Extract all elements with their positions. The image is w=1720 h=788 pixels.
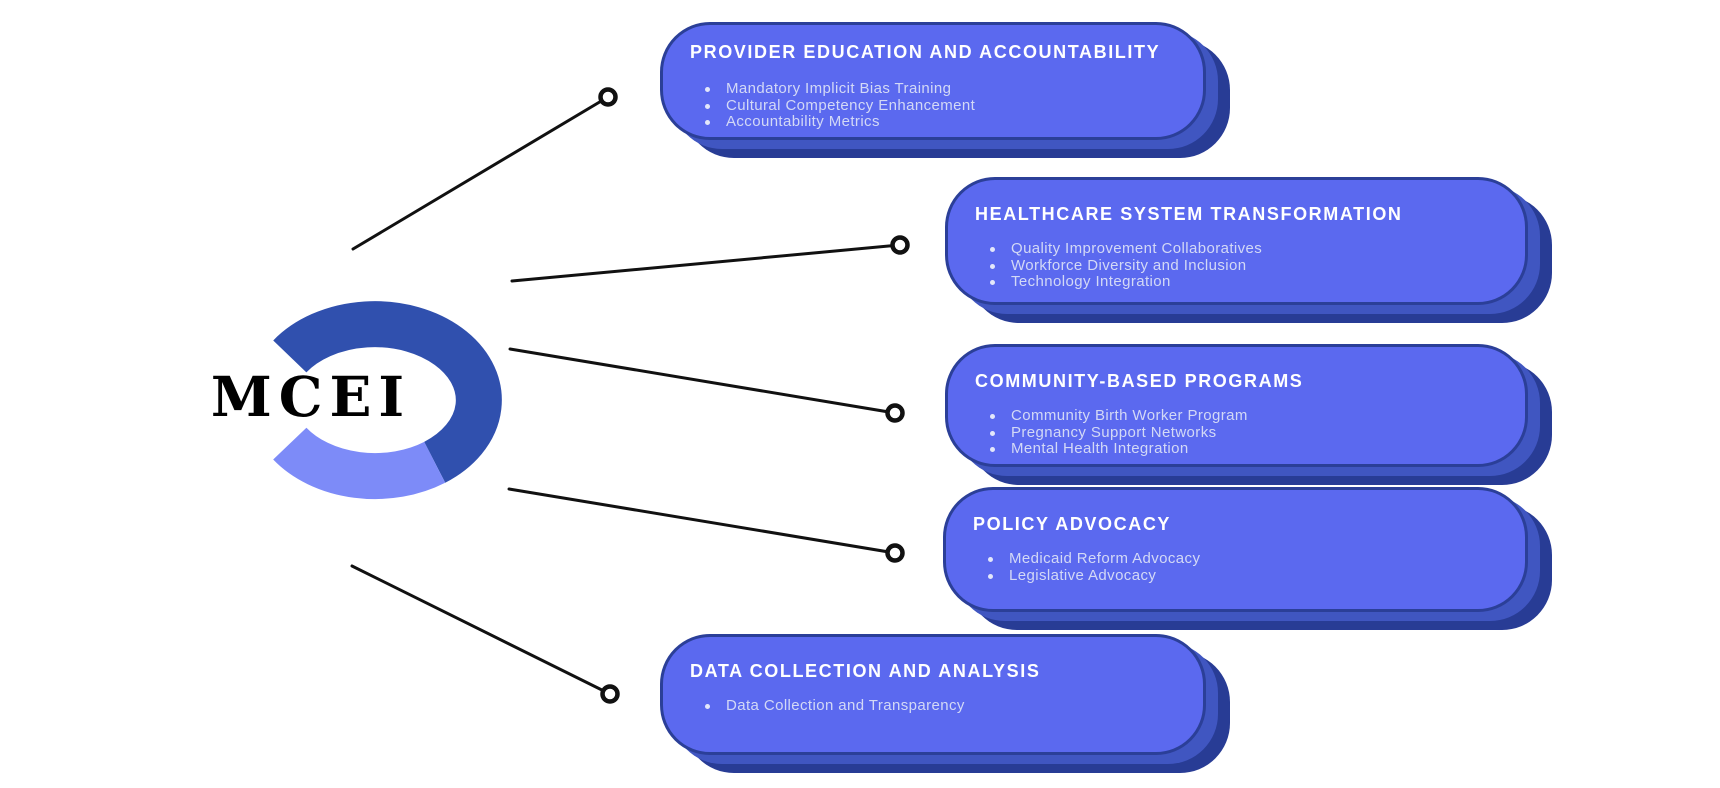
connector-endpoint-icon-2: [890, 235, 910, 255]
list-item: Technology Integration: [990, 273, 1495, 291]
list-item: Accountability Metrics: [705, 113, 1173, 131]
node-title: POLICY ADVOCACY: [973, 514, 1172, 534]
node-title: DATA COLLECTION AND ANALYSIS: [690, 661, 1041, 681]
hub-label: MCEI: [210, 363, 412, 429]
list-item: Medicaid Reform Advocacy: [988, 550, 1495, 568]
node-bullet-list: Community Birth Worker Program Pregnancy…: [975, 407, 1495, 458]
node-bullet-list: Mandatory Implicit Bias Training Cultura…: [690, 80, 1173, 131]
node-bullet-list: Medicaid Reform Advocacy Legislative Adv…: [973, 550, 1495, 585]
node-card-healthcare-system-transformation: HEALTHCARE SYSTEM TRANSFORMATION Quality…: [945, 177, 1528, 305]
hub-ring-dark-arc: [273, 301, 502, 483]
node-card-provider-education-and-accountability: PROVIDER EDUCATION AND ACCOUNTABILITY Ma…: [660, 22, 1206, 140]
list-item: Mental Health Integration: [990, 440, 1495, 458]
connector-line-3: [508, 347, 897, 415]
node-bullet-list: Data Collection and Transparency: [690, 697, 1173, 715]
list-item: Community Birth Worker Program: [990, 407, 1495, 425]
list-item: Legislative Advocacy: [988, 567, 1495, 585]
node-card-policy-advocacy: POLICY ADVOCACY Medicaid Reform Advocacy…: [943, 487, 1528, 612]
connector-line-1: [351, 95, 610, 251]
connector-line-2: [510, 243, 902, 283]
list-item: Pregnancy Support Networks: [990, 424, 1495, 442]
connector-endpoint-icon-5: [600, 684, 620, 704]
node-bullet-list: Quality Improvement Collaboratives Workf…: [975, 240, 1495, 291]
connector-line-5: [350, 564, 612, 696]
list-item: Mandatory Implicit Bias Training: [705, 80, 1173, 98]
list-item: Quality Improvement Collaboratives: [990, 240, 1495, 258]
connector-endpoint-icon-3: [885, 403, 905, 423]
node-card-community-based-programs: COMMUNITY-BASED PROGRAMS Community Birth…: [945, 344, 1528, 467]
hub-ring-light-arc: [273, 427, 446, 500]
list-item: Data Collection and Transparency: [705, 697, 1173, 715]
list-item: Cultural Competency Enhancement: [705, 97, 1173, 115]
node-title: PROVIDER EDUCATION AND ACCOUNTABILITY: [690, 42, 1161, 62]
node-title: COMMUNITY-BASED PROGRAMS: [975, 371, 1304, 391]
connector-line-4: [507, 487, 897, 555]
node-title: HEALTHCARE SYSTEM TRANSFORMATION: [975, 204, 1403, 224]
connector-endpoint-icon-4: [885, 543, 905, 563]
list-item: Workforce Diversity and Inclusion: [990, 257, 1495, 275]
node-card-data-collection-and-analysis: DATA COLLECTION AND ANALYSIS Data Collec…: [660, 634, 1206, 755]
connector-endpoint-icon-1: [598, 87, 618, 107]
